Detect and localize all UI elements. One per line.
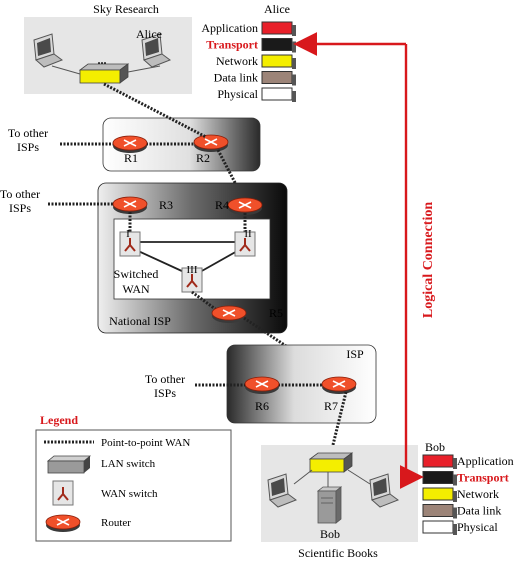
router-r1-label: R1	[124, 151, 138, 165]
legend-item-lan-switch: LAN switch	[101, 458, 156, 470]
layer-shadow	[453, 474, 457, 486]
alice-layer-swatch-network	[261, 54, 293, 68]
to-other-isps-3-line1: To other	[145, 372, 185, 386]
lan-switch-top	[78, 63, 130, 84]
sky-research-title: Sky Research	[93, 2, 159, 16]
bob-layer-label-network: Network	[457, 487, 499, 501]
to-other-isps-2-line1: To other	[0, 187, 40, 201]
bob-label: Bob	[320, 527, 340, 541]
sky-research-site: Sky Research ... Alice	[24, 2, 192, 94]
layer-shadow	[292, 91, 296, 102]
layer-shadow	[292, 58, 296, 69]
wan-switch-swatch-icon	[52, 480, 74, 506]
logical-connection-arrow-bottom	[399, 44, 424, 489]
layer-shadow	[453, 507, 457, 519]
router-r7-label: R7	[324, 399, 338, 413]
server-icon	[316, 486, 343, 524]
to-other-isps-3-line2: ISPs	[154, 386, 176, 400]
bob-layer-swatch-physical	[422, 520, 454, 534]
alice-layer-label-physical: Physical	[217, 87, 258, 101]
bob-layer-swatch-transport	[422, 471, 454, 484]
alice-layer-label-application: Application	[201, 21, 258, 35]
router-r4-icon	[227, 197, 263, 216]
layer-shadow	[453, 524, 457, 535]
bob-layer-swatch-network	[422, 487, 454, 501]
layer-shadow	[292, 25, 296, 36]
national-isp: R3 R4 I II III Switched WAN R5 National …	[0, 182, 288, 334]
legend-item-point-to-point-wan: Point-to-point WAN	[101, 437, 190, 449]
bob-layer-label-physical: Physical	[457, 520, 498, 534]
alice-layer-swatch-transport	[261, 38, 293, 51]
router-r6-icon	[244, 376, 280, 395]
national-isp-label: National ISP	[109, 314, 171, 328]
bob-layer-label-transport: Transport	[457, 471, 509, 485]
legend-item-wan-switch: WAN switch	[101, 488, 158, 500]
router-r5-label: R5	[269, 306, 283, 320]
wan-link-switch-r2	[103, 82, 207, 139]
router-r4-label: R4	[215, 198, 229, 212]
to-other-isps-1-line2: ISPs	[17, 140, 39, 154]
switched-wan-label-line1: Switched	[114, 267, 159, 281]
lan-switch-bottom	[308, 452, 354, 473]
legend-item-router: Router	[101, 517, 131, 529]
router-r7-icon	[321, 376, 357, 395]
layer-shadow	[292, 74, 296, 86]
legend-title: Legend	[40, 413, 78, 427]
layer-shadow	[453, 458, 457, 469]
alice-label: Alice	[136, 27, 162, 41]
isp-label: ISP	[346, 347, 364, 361]
router-r2-label: R2	[196, 151, 210, 165]
alice-layer-swatch-data-link	[261, 71, 293, 84]
switched-wan-label-line2: WAN	[122, 282, 150, 296]
alice-layer-swatch-physical	[261, 87, 293, 101]
to-other-isps-2-line2: ISPs	[9, 201, 31, 215]
router-r3-label: R3	[159, 198, 173, 212]
isp-bottom: R6 R7 ISP To other ISPs	[145, 344, 377, 424]
alice-layer-label-data-link: Data link	[214, 71, 258, 85]
layer-shadow	[453, 491, 457, 502]
bob-stack-title: Bob	[425, 440, 445, 454]
scientific-books-site: Bob Scientific Books	[261, 445, 418, 560]
layer-shadow	[292, 41, 296, 53]
wan-switch-i-label: I	[126, 228, 130, 240]
lan-switch-swatch-icon	[46, 455, 92, 474]
logical-connection: Logical Connection	[293, 32, 436, 489]
bob-layer-swatch-application	[422, 454, 454, 468]
wan-switch-iii-label: III	[187, 264, 198, 276]
bob-layer-label-data-link: Data link	[457, 504, 501, 518]
router-r6-label: R6	[255, 399, 269, 413]
router-r3-icon	[112, 196, 148, 215]
router-r2-icon	[193, 134, 229, 153]
hosts-ellipsis: ...	[98, 53, 107, 67]
router-r5-icon	[211, 305, 247, 324]
scientific-books-title: Scientific Books	[298, 546, 378, 560]
bob-layer-label-application: Application	[457, 454, 514, 468]
to-other-isps-1-line1: To other	[8, 126, 48, 140]
alice-stack-title: Alice	[264, 2, 290, 16]
router-swatch-icon	[45, 514, 81, 533]
wan-switch-i-icon	[119, 231, 141, 257]
alice-layer-swatch-application	[261, 21, 293, 35]
legend: Legend Point-to-point WAN LAN switch WAN…	[35, 413, 232, 542]
logical-connection-label: Logical Connection	[421, 202, 436, 318]
alice-layer-label-transport: Transport	[206, 38, 258, 52]
alice-layer-label-network: Network	[216, 54, 258, 68]
isp-top: R1 R2 To other ISPs	[8, 117, 261, 172]
wan-switch-ii-label: II	[244, 228, 252, 240]
bob-layer-swatch-data-link	[422, 504, 454, 517]
